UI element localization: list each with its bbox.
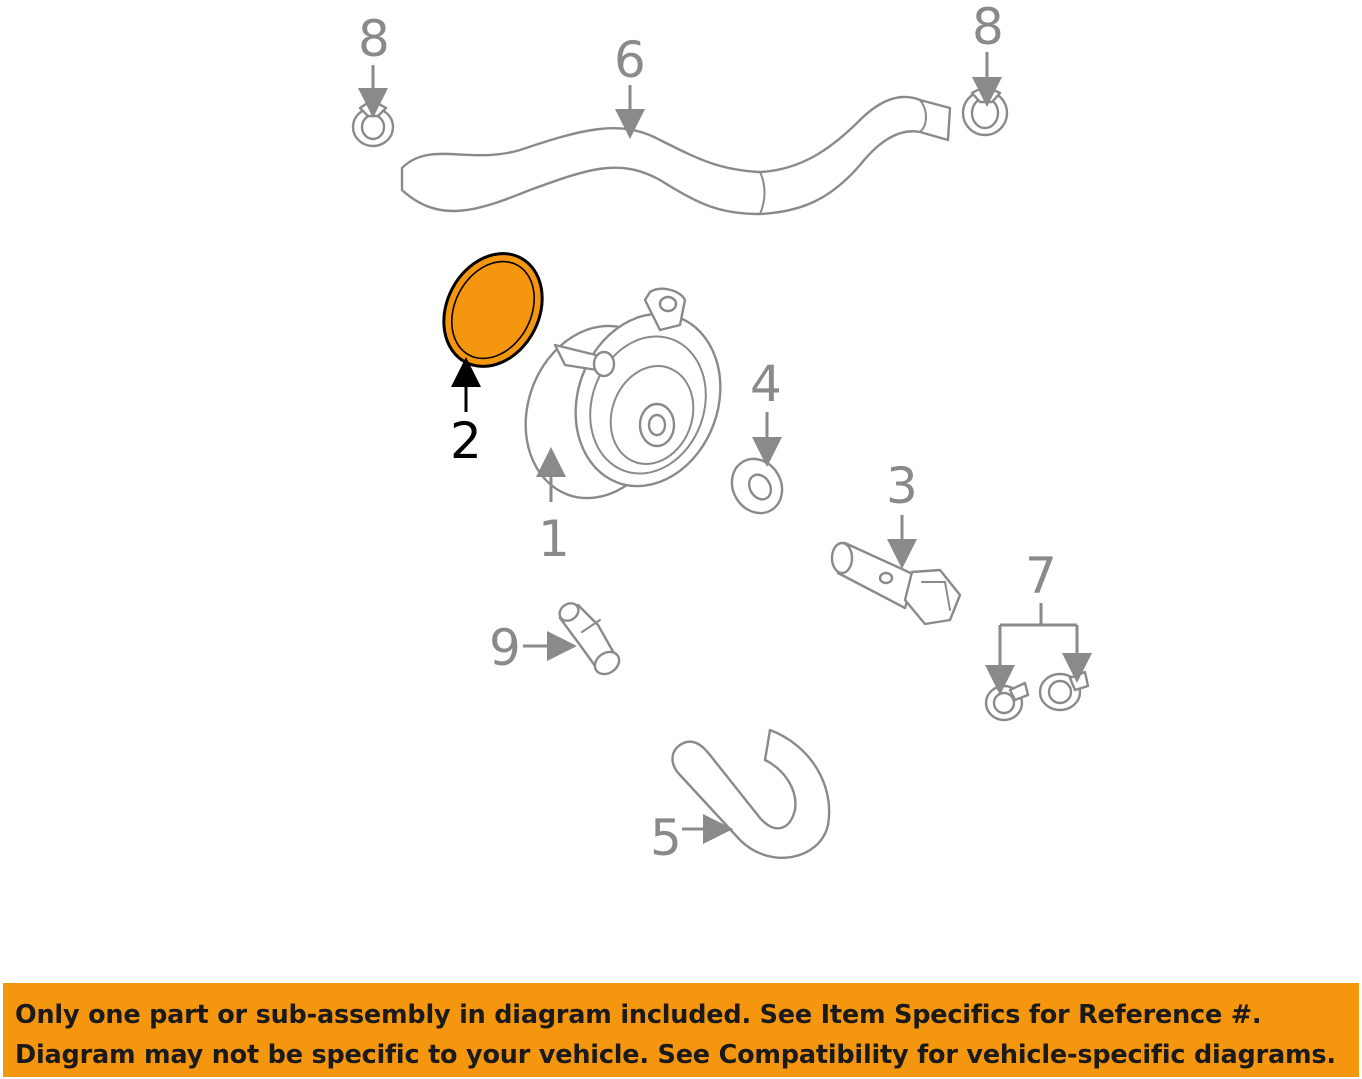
callout-6: 6 (614, 31, 646, 89)
callout-7: 7 (1025, 547, 1057, 605)
part-6-hose (400, 95, 952, 216)
callout-1: 1 (538, 510, 570, 568)
part-9-fitting (558, 602, 621, 676)
part-5-u-hose (671, 728, 831, 859)
leader-7-bracket (998, 603, 1079, 678)
disclaimer-banner: Only one part or sub-assembly in diagram… (3, 983, 1359, 1077)
part-8-right-clamp (961, 84, 1009, 137)
callout-3: 3 (886, 457, 918, 515)
part-4-washer (730, 457, 784, 515)
callout-leaders (358, 52, 1092, 844)
callout-5: 5 (650, 809, 682, 867)
disclaimer-line-1: Only one part or sub-assembly in diagram… (15, 1000, 1262, 1030)
callout-8-right: 8 (972, 0, 1004, 56)
exploded-parts-diagram: 8 6 8 2 1 4 3 7 9 5 (351, 0, 1092, 867)
part-3-bolt (830, 541, 962, 626)
callout-2: 2 (450, 412, 482, 470)
callout-8-left: 8 (358, 10, 390, 68)
callout-4: 4 (750, 355, 782, 413)
disclaimer-line-2: Diagram may not be specific to your vehi… (15, 1040, 1336, 1070)
part-2-gasket-highlighted (442, 252, 544, 368)
callout-9: 9 (489, 619, 521, 677)
part-8-left-clamp (351, 98, 395, 148)
